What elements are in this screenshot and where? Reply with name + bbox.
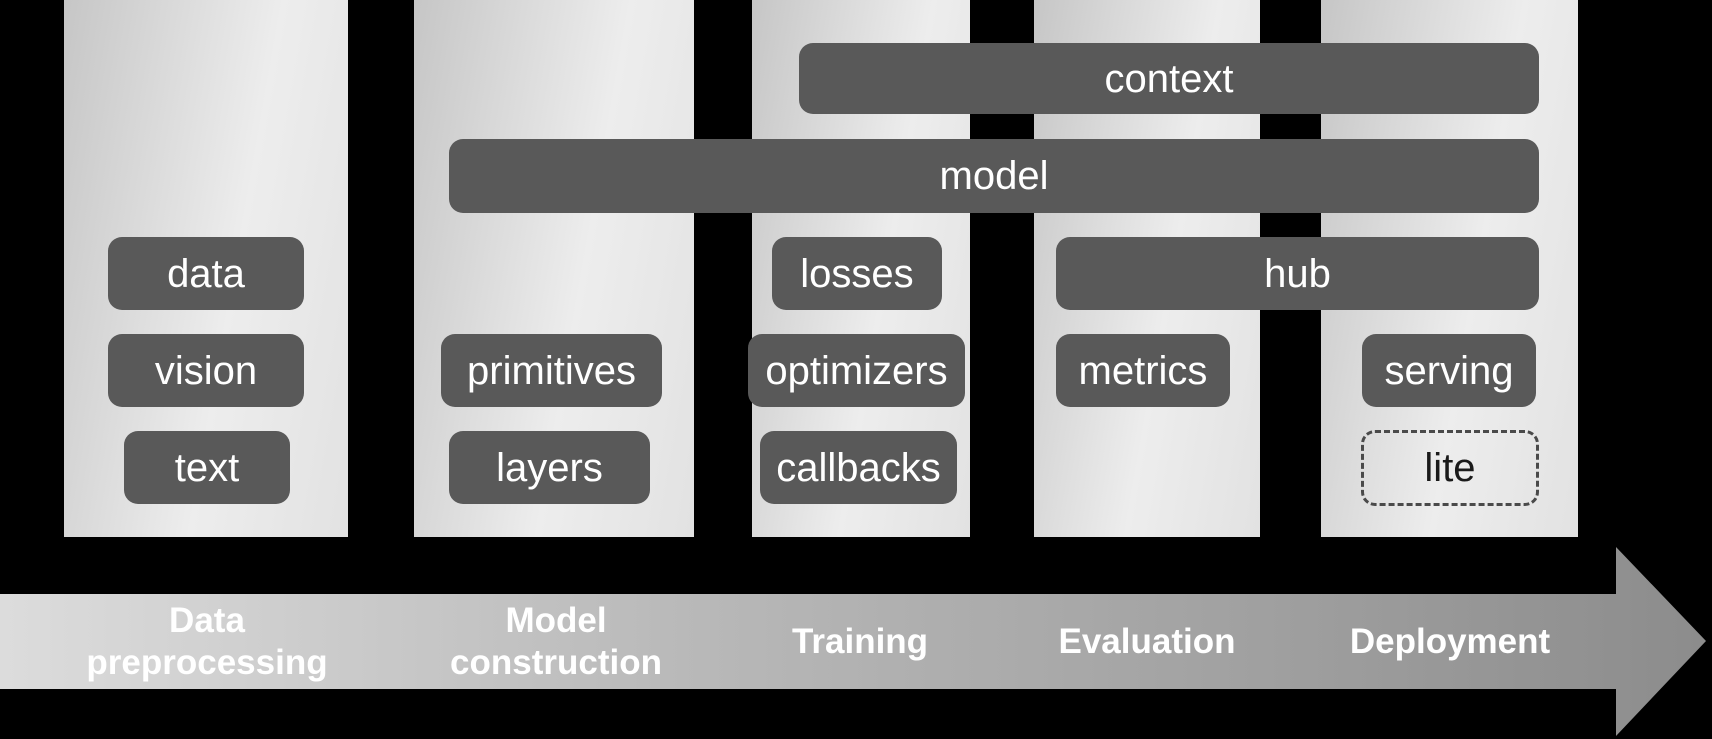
module-serving: serving bbox=[1362, 334, 1536, 407]
module-layers: layers bbox=[449, 431, 650, 504]
module-vision: vision bbox=[108, 334, 304, 407]
stage-label-deployment: Deployment bbox=[1349, 621, 1551, 661]
module-optimizers: optimizers bbox=[748, 334, 965, 407]
bar-model: model bbox=[449, 139, 1539, 213]
module-data: data bbox=[108, 237, 304, 310]
module-losses: losses bbox=[772, 237, 942, 310]
module-primitives: primitives bbox=[441, 334, 662, 407]
module-callbacks: callbacks bbox=[760, 431, 957, 504]
module-lite: lite bbox=[1361, 430, 1539, 506]
bar-context: context bbox=[799, 43, 1539, 114]
stage-label-evaluation: Evaluation bbox=[1058, 621, 1236, 661]
stage-label-data-preprocessing: Data preprocessing bbox=[86, 601, 328, 682]
stage-label-model-construction: Model construction bbox=[450, 601, 662, 682]
module-text: text bbox=[124, 431, 290, 504]
module-metrics: metrics bbox=[1056, 334, 1230, 407]
stage-label-training: Training bbox=[791, 621, 929, 661]
bar-hub: hub bbox=[1056, 237, 1539, 310]
